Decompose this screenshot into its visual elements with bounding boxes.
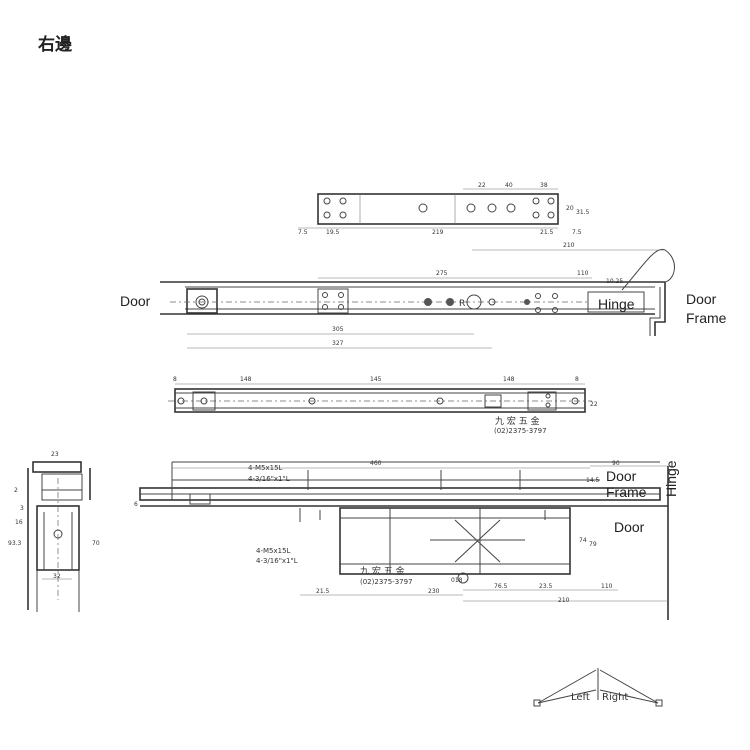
door-frame-label-bottom-line2: Frame (606, 484, 647, 500)
top-plate-holes (323, 197, 555, 219)
closer-mechanism (339, 507, 571, 575)
dim-text: 90 (612, 460, 620, 467)
section-cap (32, 461, 82, 473)
hinge-box (587, 291, 645, 313)
left-right-diagram: Left Right (533, 668, 663, 707)
dim-text: 8 (173, 376, 177, 383)
door-frame-label-bottom-line1: Door (606, 468, 637, 484)
screw-spec-top-2: 4-3/16"x1"L (248, 475, 290, 483)
brand-phone: (02)2375-3797 (494, 427, 547, 435)
hinge-box-label: Hinge (598, 296, 635, 312)
dim-text: 20 (566, 205, 574, 212)
dim-text: 74 (579, 537, 587, 544)
door-frame-profile (654, 282, 666, 336)
left-label: Left (571, 692, 590, 703)
dim-text: 38 (540, 182, 548, 189)
dim-text: 6 (134, 501, 138, 508)
dim-text: 148 (240, 376, 252, 383)
dim-text: 275 (436, 270, 448, 277)
dim-text: 460 (370, 460, 382, 467)
dim-text: 14.5 (586, 477, 600, 484)
rail-plan-view: 8 148 145 148 8 22 九 宏 五 金 (02)2375-3797 (168, 376, 598, 435)
page-title: 右邊 (38, 35, 72, 55)
dim-text: 327 (332, 340, 344, 347)
dim-text: 7.5 (298, 229, 308, 236)
dim-text: 8 (575, 376, 579, 383)
screw-spec-bottom-2: 4-3/16"x1"L (256, 557, 298, 565)
dim-text: 219 (432, 229, 444, 236)
brand-chinese: 九 宏 五 金 (495, 415, 540, 427)
brand-phone-bottom: (02)2375-3797 (360, 578, 413, 586)
dim-text: 76.5 (494, 583, 508, 590)
dim-text: 148 (503, 376, 515, 383)
dim-text: 230 (428, 588, 440, 595)
screw-spec-top-1: 4-M5x15L (248, 464, 283, 472)
dim-text: 145 (370, 376, 382, 383)
door-bracket (186, 288, 218, 314)
dim-text: 22 (478, 182, 486, 189)
left-hinge-point (533, 699, 541, 707)
dim-text: 23 (51, 451, 59, 458)
dim-text: 79 (589, 541, 597, 548)
dim-text: 70 (92, 540, 100, 547)
rail-outline (174, 388, 586, 413)
door-frame-label-line2: Frame (686, 310, 727, 326)
hinge-label-vertical: Hinge (663, 460, 679, 497)
brand-chinese-bottom: 九 宏 五 金 (360, 565, 405, 577)
door-label: Door (120, 293, 151, 309)
top-plate-view: 22 40 38 7.5 19.5 219 21.5 7.5 20 31.5 (298, 182, 590, 236)
top-plate-outline (317, 193, 559, 225)
dim-text: 21.5 (316, 588, 330, 595)
dim-text: 23.5 (539, 583, 553, 590)
hinge-arm (621, 248, 675, 291)
dim-text: 16 (15, 519, 23, 526)
dim-text: 110 (577, 270, 589, 277)
dim-text: 19.5 (326, 229, 340, 236)
dim-text: 7.5 (572, 229, 582, 236)
section-frame (41, 473, 83, 501)
bottom-elevation-view: 460 90 14.5 6 74 79 018 76.5 23.5 110 21… (134, 460, 679, 620)
dim-text: 21.5 (540, 229, 554, 236)
dim-text: 40 (505, 182, 513, 189)
dim-text: 93.3 (8, 540, 22, 547)
dim-text: 31.5 (576, 209, 590, 216)
dim-text: 018 (451, 577, 463, 584)
screw-spec-bottom-1: 4-M5x15L (256, 547, 291, 555)
dim-text: 210 (558, 597, 570, 604)
dim-text: 10.25 (606, 278, 623, 285)
door-label-bottom: Door (614, 519, 645, 535)
side-view: R Hinge 210 275 110 10.25 305 327 Door D… (120, 242, 727, 349)
right-hinge-point (655, 699, 663, 707)
dim-text: 2 (14, 487, 18, 494)
dim-text: 22 (590, 401, 598, 408)
dim-text: 305 (332, 326, 344, 333)
r-mark: R (459, 299, 465, 309)
right-label: Right (602, 692, 628, 703)
door-frame-label-line1: Door (686, 291, 717, 307)
dim-text: 32 (53, 573, 61, 580)
dim-text: 3 (20, 505, 24, 512)
section-view: 23 2 3 16 93.3 70 32 (8, 451, 100, 612)
dim-text: 210 (563, 242, 575, 249)
dim-text: 110 (601, 583, 613, 590)
